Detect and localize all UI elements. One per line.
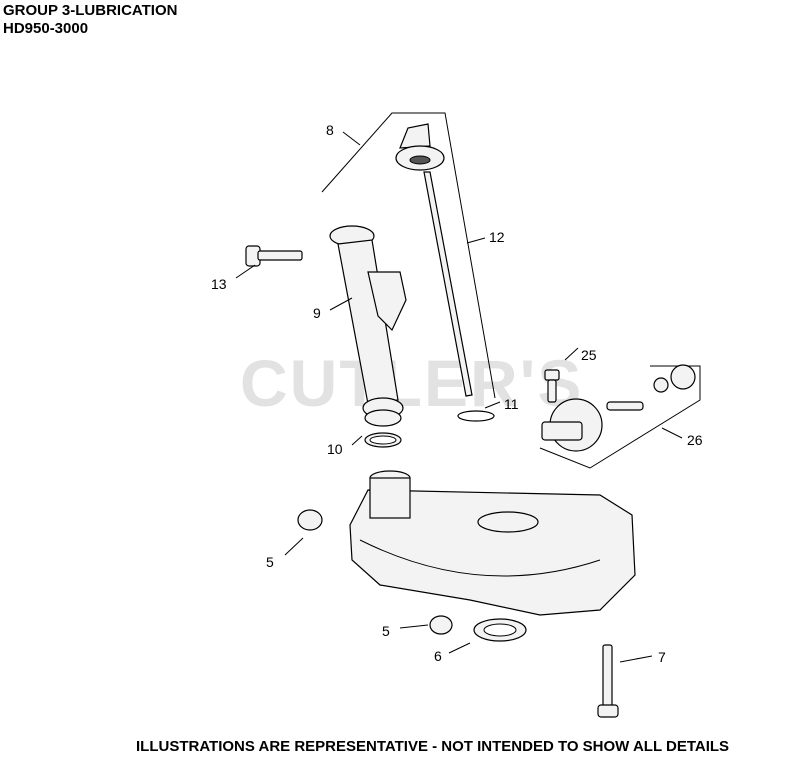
model-number: HD950-3000 <box>3 20 89 37</box>
small-o-ring-part[interactable] <box>457 410 495 422</box>
plug-part-upper[interactable] <box>297 509 323 531</box>
long-bolt-part[interactable] <box>597 644 619 718</box>
callout-13: 13 <box>211 276 227 292</box>
callout-26: 26 <box>687 432 703 448</box>
callout-9: 9 <box>313 305 321 321</box>
disclaimer-footer: ILLUSTRATIONS ARE REPRESENTATIVE - NOT I… <box>136 738 730 755</box>
o-ring-part[interactable] <box>364 432 402 448</box>
callout-6: 6 <box>434 648 442 664</box>
callout-10: 10 <box>327 441 343 457</box>
callout-7: 7 <box>658 649 666 665</box>
dipstick-rod-part[interactable] <box>423 171 473 397</box>
watermark: CUTLER'S <box>240 346 584 420</box>
callout-5-upper: 5 <box>266 554 274 570</box>
plug-part-lower[interactable] <box>429 615 453 635</box>
leader-lines <box>235 131 683 663</box>
callout-25: 25 <box>581 347 597 363</box>
pump-bolt-part[interactable] <box>544 369 560 403</box>
dipstick-cap-part[interactable] <box>395 123 445 171</box>
page-title: GROUP 3-LUBRICATION <box>3 2 178 19</box>
oil-pump-part[interactable] <box>541 364 696 452</box>
crankcase-cover-part[interactable] <box>349 470 636 616</box>
dipstick-group-bracket <box>321 112 496 399</box>
callout-8: 8 <box>326 122 334 138</box>
oil-seal-part[interactable] <box>473 618 527 642</box>
callout-11: 11 <box>504 396 519 412</box>
callout-12: 12 <box>489 229 505 245</box>
callout-5-lower: 5 <box>382 623 390 639</box>
bolt-part[interactable] <box>245 245 303 267</box>
dipstick-tube-part[interactable] <box>329 225 407 427</box>
